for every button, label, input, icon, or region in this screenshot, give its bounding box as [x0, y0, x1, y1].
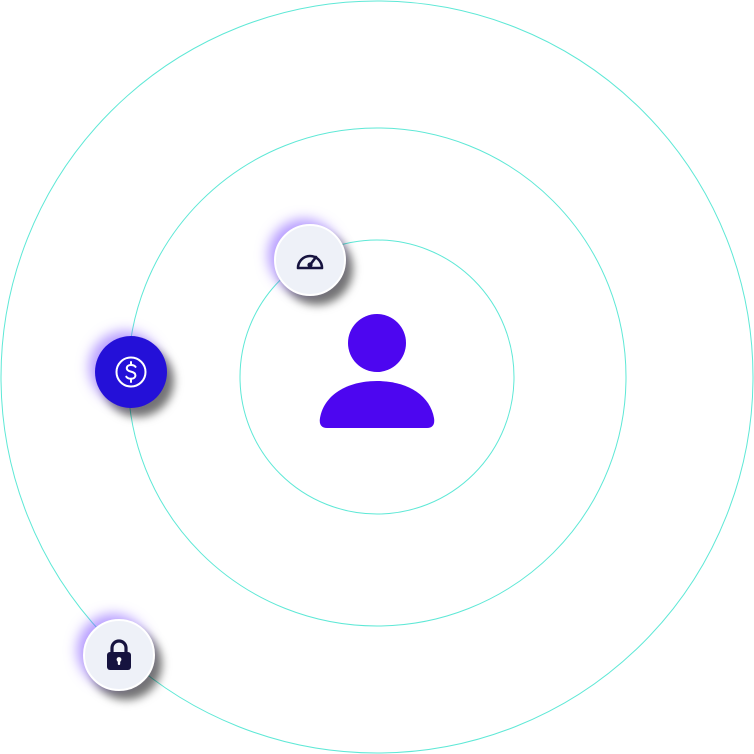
speedometer-button[interactable] — [274, 224, 346, 296]
dollar-button[interactable] — [95, 336, 167, 408]
ring-inner — [239, 239, 515, 515]
dollar-circle-icon — [115, 356, 147, 388]
lock-button[interactable] — [83, 619, 155, 691]
user-icon — [319, 314, 435, 428]
speedometer-icon — [296, 254, 324, 270]
lock-icon — [107, 639, 131, 670]
